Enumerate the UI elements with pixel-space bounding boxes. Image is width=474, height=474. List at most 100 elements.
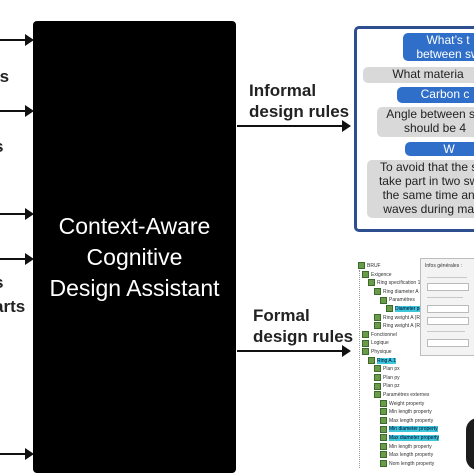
tree-row[interactable]: Ring weight A (Ring weight	[374, 322, 442, 330]
tree-row[interactable]: Exigence	[362, 270, 392, 279]
tree-row[interactable]: Paramètres	[380, 296, 415, 304]
tree-node-icon	[374, 365, 381, 373]
dialog-rule-1	[427, 277, 467, 278]
tree-row-label: Max length property	[389, 452, 434, 459]
tree-row-label: BRUF	[367, 263, 381, 269]
input-arrow-line-4	[0, 258, 26, 260]
chat-answer-2: Angle between sw should be 4	[377, 107, 474, 137]
tree-row[interactable]: Ring specification 1	[368, 279, 420, 287]
chat-answer-3: To avoid that the sa take part in two sw…	[367, 160, 474, 218]
tree-node-icon	[362, 339, 369, 347]
properties-dialog-title: Infos générales :	[425, 263, 462, 269]
tree-node-icon	[380, 416, 387, 424]
tree-row-label: Max length property	[389, 417, 434, 424]
input-label-2: s	[0, 136, 3, 157]
input-label-3: s	[0, 272, 3, 293]
tree-row[interactable]: Min length property	[380, 442, 432, 451]
tree-node-icon	[374, 373, 381, 381]
tree-row-label: Logique	[371, 340, 389, 347]
tree-row[interactable]: Max length property	[380, 451, 433, 459]
tree-row-label: Min length property	[389, 409, 432, 416]
input-arrow-line-3	[0, 213, 26, 215]
input-arrow-line-5	[0, 453, 26, 455]
tree-node-icon	[362, 270, 369, 278]
dialog-field-4	[427, 339, 469, 347]
tree-node-icon	[380, 434, 387, 442]
tree-row-label: Paramètres	[389, 297, 415, 304]
input-arrow-head-3	[25, 208, 34, 220]
tree-node-icon	[362, 348, 369, 356]
chat-question-3: W	[405, 142, 474, 156]
input-arrow-head-2	[25, 105, 34, 117]
tree-row[interactable]: Max diameter property	[380, 434, 440, 442]
tree-row[interactable]: Plan py	[374, 373, 400, 382]
tree-row[interactable]: Max length property	[380, 416, 434, 425]
tree-row[interactable]: Plan px	[374, 365, 400, 373]
tree-row-label: Nom length property	[389, 460, 435, 467]
tree-row[interactable]: Logique	[362, 339, 389, 347]
tree-row[interactable]: Ring diameter A (Ring diame	[374, 287, 447, 296]
tree-node-icon	[380, 425, 387, 433]
tree-node-icon	[380, 442, 387, 450]
informal-rules-label: Informal design rules	[249, 81, 350, 121]
tree-row[interactable]: Min diameter property	[380, 425, 438, 433]
tree-row-label: Ring A.1	[377, 357, 396, 364]
tree-node-icon	[380, 451, 387, 459]
dialog-field-2	[427, 305, 469, 313]
chat-question-2: Carbon c	[397, 87, 474, 103]
tree-row-label: Fonctionnel	[371, 331, 397, 338]
tree-row[interactable]: Fonctionnel	[362, 330, 397, 339]
tree-node-icon	[368, 356, 375, 364]
tree-row-label: Ring specification 1	[377, 280, 421, 287]
tree-node-icon	[380, 399, 387, 407]
informal-arrow-line	[237, 125, 343, 127]
tree-row-label: Ring diameter A (Ring diame	[383, 288, 447, 295]
tree-row-label: Min diameter property	[389, 426, 438, 433]
formal-arrow-line	[237, 350, 343, 352]
tree-row-label: Min length property	[389, 443, 432, 450]
tree-row-label: Plan pz	[383, 383, 400, 390]
tree-row[interactable]: Ring weight A (Ring weight	[374, 313, 443, 322]
tree-row[interactable]: Diameter property	[386, 305, 436, 313]
product-image	[466, 418, 474, 470]
dialog-rule-3	[427, 331, 465, 332]
assistant-title: Context-Aware Cognitive Design Assistant	[49, 213, 220, 301]
tree-row-label: Ring weight A (Ring weight	[383, 314, 443, 321]
tree-row[interactable]: Plan pz	[374, 382, 400, 390]
dialog-field-3	[427, 317, 469, 325]
tree-row[interactable]: Weight property	[380, 399, 424, 408]
tree-row-label: Max diameter property	[389, 435, 440, 441]
tree-row-label: Ring weight A (Ring weight	[383, 323, 443, 330]
tree-node-icon	[374, 322, 381, 330]
input-label-1: ts	[0, 67, 10, 86]
tree-node-icon	[374, 382, 381, 390]
tree-row[interactable]: Paramètres externes	[374, 391, 429, 399]
tree-row-label: Diameter property	[395, 306, 436, 312]
input-arrow-head-5	[25, 448, 34, 460]
properties-dialog: Infos générales :	[420, 258, 474, 356]
tree-row-label: Exigence	[371, 271, 392, 278]
tree-node-icon	[386, 305, 393, 313]
tree-node-icon	[380, 408, 387, 416]
tree-node-icon	[374, 313, 381, 321]
tree-row[interactable]: Nom length property	[380, 459, 435, 468]
tree-node-icon	[374, 391, 381, 399]
design-assistant-box: Context-Aware Cognitive Design Assistant	[33, 21, 236, 473]
dialog-field-1	[427, 283, 469, 291]
tree-node-icon	[358, 262, 365, 270]
tree-row[interactable]: Min length property	[380, 408, 432, 416]
formal-rules-label: Formal design rules	[253, 306, 354, 346]
tree-node-icon	[380, 459, 387, 467]
tree-row[interactable]: BRUF	[358, 262, 381, 270]
tree-node-icon	[362, 330, 369, 338]
tree-node-icon	[380, 296, 387, 304]
dialog-rule-2	[427, 297, 463, 298]
input-arrow-head-1	[25, 34, 34, 46]
chat-answer-1: What materia	[363, 67, 474, 83]
tree-row-label: Physique	[371, 349, 392, 355]
tree-row[interactable]: Ring A.1	[368, 356, 396, 365]
chat-panel: What’s t between sw What materia Carbon …	[354, 26, 474, 232]
tree-row-label: Plan py	[383, 374, 400, 381]
tree-row-label: Paramètres externes	[383, 392, 430, 398]
tree-row[interactable]: Physique	[362, 348, 392, 356]
